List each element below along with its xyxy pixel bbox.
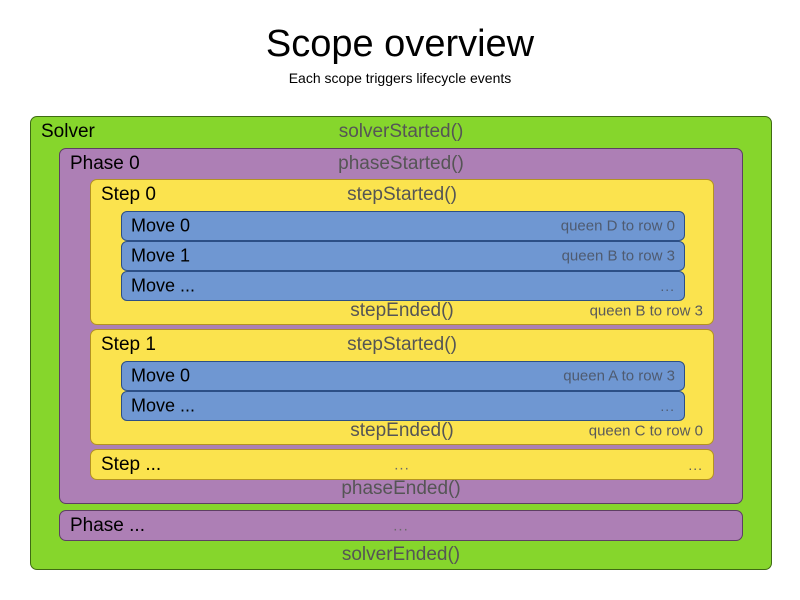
phase-0-ended-event: phaseEnded() — [341, 478, 461, 499]
step-1-started-event: stepStarted() — [347, 334, 457, 355]
step-ellipsis-event: ... — [394, 456, 410, 473]
solver-footer-row: solverEnded() — [31, 540, 771, 570]
phase-ellipsis-label: Phase ... — [70, 514, 145, 536]
step-1-footer-row: stepEnded() queen C to row 0 — [91, 416, 713, 446]
step-0-header-row: Step 0 stepStarted() — [91, 180, 713, 210]
move-label: Move ... — [131, 395, 196, 416]
phase-0-scope[interactable]: Phase 0 phaseStarted() Step 0 stepStarte… — [59, 148, 743, 504]
move-row[interactable]: Move 0 queen A to row 3 — [121, 361, 685, 391]
step-0-ended-result: queen B to row 3 — [589, 302, 703, 320]
step-ellipsis-scope[interactable]: Step ... ... ... — [90, 449, 714, 480]
move-row[interactable]: Move ... ... — [121, 271, 685, 301]
move-label: Move 1 — [131, 245, 191, 266]
step-ellipsis-label: Step ... — [101, 453, 162, 475]
move-result: ... — [660, 278, 675, 294]
move-result: queen B to row 3 — [561, 247, 675, 265]
phase-ellipsis-scope[interactable]: Phase ... ... — [59, 510, 743, 541]
move-label: Move ... — [131, 275, 196, 296]
step-1-scope[interactable]: Step 1 stepStarted() Move 0 queen A to r… — [90, 329, 714, 445]
move-result: queen D to row 0 — [560, 217, 675, 235]
move-label: Move 0 — [131, 365, 191, 386]
page-header: Scope overview Each scope triggers lifec… — [0, 0, 800, 88]
move-row[interactable]: Move 1 queen B to row 3 — [121, 241, 685, 271]
phase-0-started-event: phaseStarted() — [338, 153, 464, 174]
move-result: ... — [660, 398, 675, 414]
solver-started-event: solverStarted() — [338, 121, 464, 142]
step-1-ended-result: queen C to row 0 — [588, 422, 703, 440]
move-row[interactable]: Move 0 queen D to row 0 — [121, 211, 685, 241]
page-title: Scope overview — [265, 23, 535, 65]
phase-ellipsis-event: ... — [393, 517, 409, 534]
solver-header-row: Solver solverStarted() — [31, 117, 771, 147]
step-1-header-row: Step 1 stepStarted() — [91, 330, 713, 360]
move-row[interactable]: Move ... ... — [121, 391, 685, 421]
phase-0-footer-row: phaseEnded() — [60, 474, 742, 504]
step-0-footer-row: stepEnded() queen B to row 3 — [91, 296, 713, 326]
solver-ended-event: solverEnded() — [341, 544, 461, 565]
solver-scope[interactable]: Solver solverStarted() Phase 0 phaseStar… — [30, 116, 772, 570]
solver-label: Solver — [41, 121, 95, 142]
step-0-started-event: stepStarted() — [347, 184, 457, 205]
step-0-scope[interactable]: Step 0 stepStarted() Move 0 queen D to r… — [90, 179, 714, 325]
phase-0-label: Phase 0 — [70, 153, 140, 174]
step-0-label: Step 0 — [101, 184, 156, 205]
move-label: Move 0 — [131, 215, 191, 236]
step-1-label: Step 1 — [101, 334, 156, 355]
page-subtitle: Each scope triggers lifecycle events — [288, 70, 512, 86]
step-ellipsis-result: ... — [688, 456, 703, 473]
phase-0-header-row: Phase 0 phaseStarted() — [60, 149, 742, 179]
move-result: queen A to row 3 — [563, 367, 675, 385]
